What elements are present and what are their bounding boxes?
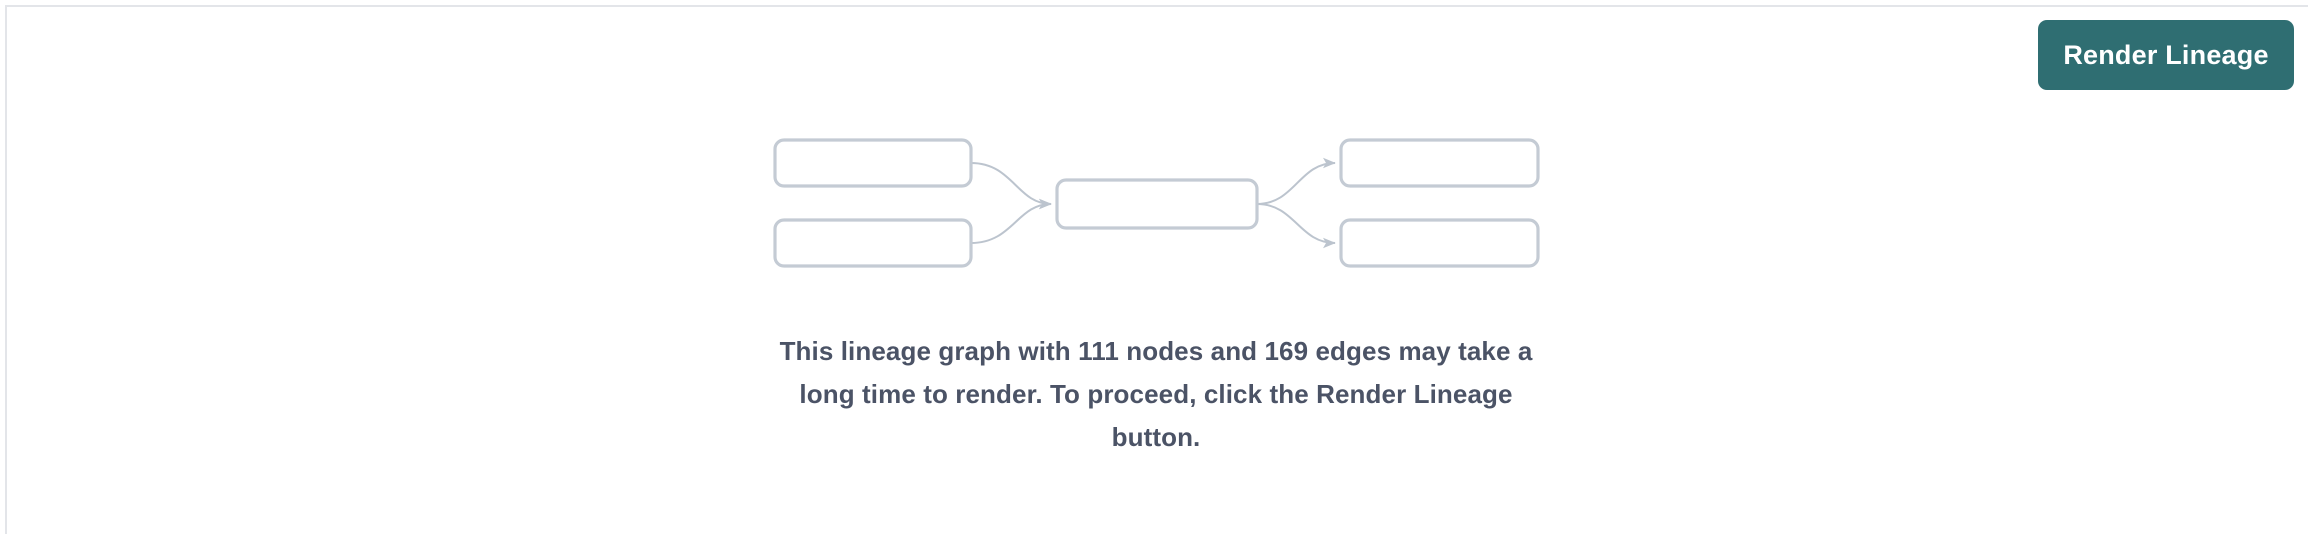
graph-node-downstream-1 [1339, 138, 1540, 188]
edge-upstream-1-to-center [970, 162, 1052, 210]
render-lineage-button[interactable]: Render Lineage [2038, 20, 2294, 90]
lineage-placeholder-message: This lineage graph with 111 nodes and 16… [779, 336, 1533, 452]
graph-illustration-svg [773, 138, 1540, 268]
graph-node-downstream-2 [1339, 218, 1540, 268]
graph-node-upstream-1 [773, 138, 973, 188]
panel-left-divider [5, 5, 7, 534]
graph-node-upstream-2 [773, 218, 973, 268]
edge-center-to-downstream-1 [1256, 157, 1336, 205]
edge-upstream-2-to-center [970, 198, 1052, 244]
lineage-graph-illustration [755, 125, 1555, 280]
panel-top-divider [6, 5, 2308, 7]
graph-node-center [1055, 178, 1259, 230]
edge-center-to-downstream-2 [1256, 203, 1336, 249]
